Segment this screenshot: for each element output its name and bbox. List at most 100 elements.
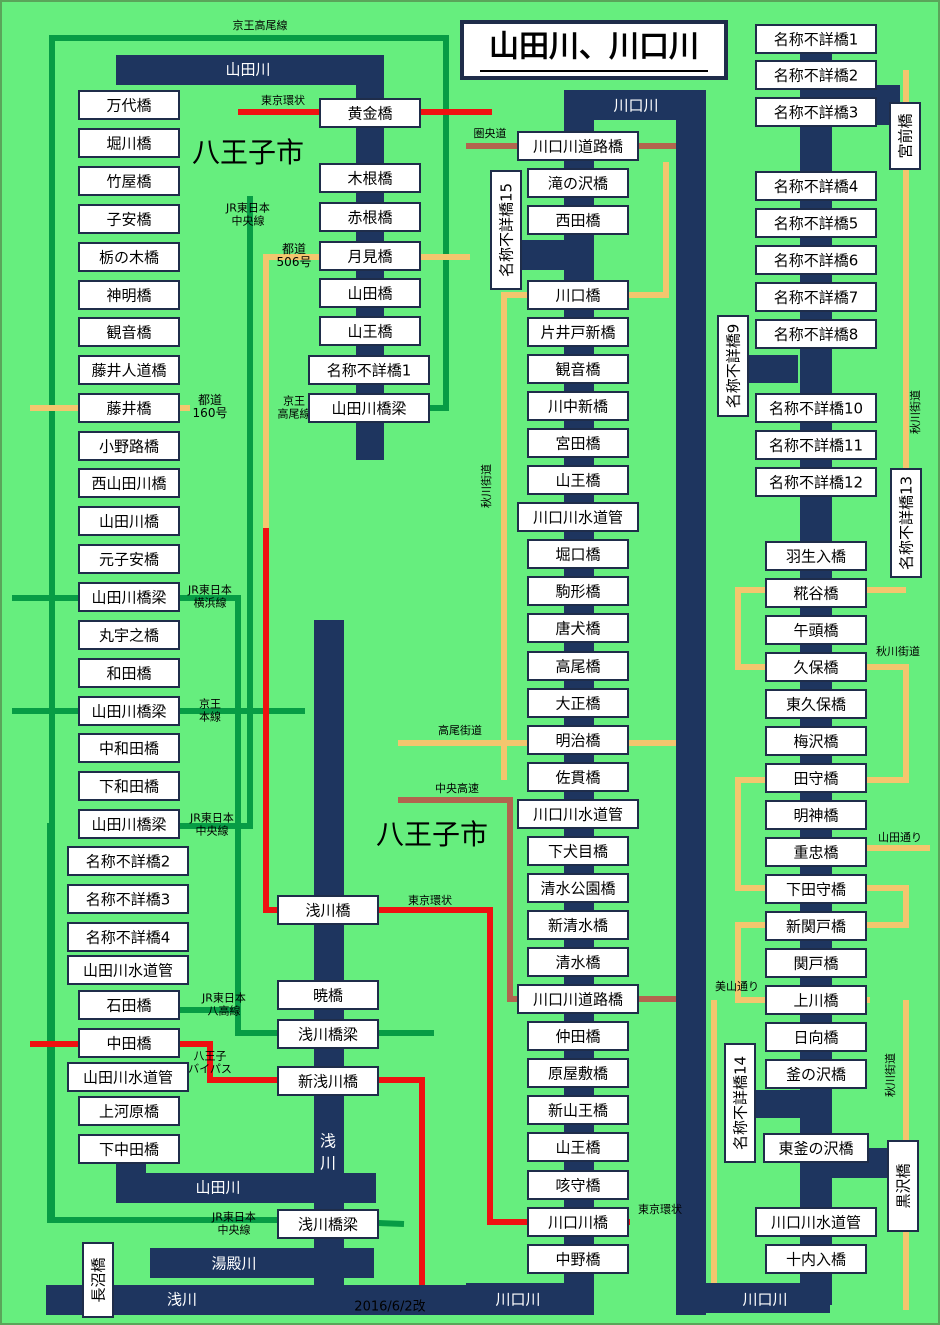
bridge-col1-label: 山田川橋梁 [91,589,166,607]
label-jr-chuo-3: 中央線 [218,1223,251,1237]
bridge-col1-box [78,431,180,461]
bridge-naganuma-label: 長沼橋 [90,1257,108,1302]
bridge-col5-label: 東久保橋 [786,696,846,714]
bridge-col3-box [527,1095,629,1125]
label-jr-chuo: JR東日本 [225,201,270,215]
bridge-col1: 藤井橋 [78,393,180,423]
label-jr-yokohama: JR東日本 [187,583,232,597]
bridge-col5-box [765,726,867,756]
bridge-col3-label: 川口川道路橋 [533,138,623,156]
bridge-col1-box [78,1134,180,1164]
bridge-col5-label: 羽生入橋 [786,548,846,566]
bridge-col1-label: 丸宇之橋 [99,627,159,645]
bridge-col5-label: 新関戸橋 [786,918,846,936]
bridge-col1: 山田川橋梁 [78,582,180,612]
bridge-col3-vertical: 名称不詳橋15 [490,170,522,290]
label-yamada-dori: 山田通り [878,831,922,844]
bridge-col1-box [78,733,180,763]
bridge-col1-label: 小野路橋 [99,438,159,456]
bridge-col3-box [517,502,639,532]
label-takao-kaido: 高尾街道 [438,723,482,737]
bridge-col3-vertical-label: 名称不詳橋15 [498,183,516,277]
bridge-naganuma: 長沼橋 [82,1242,114,1318]
bridge-col1-box [78,506,180,536]
bridge-asakawa-box [277,1066,379,1096]
bridge-col5-label: 下田守橋 [786,881,846,899]
bridge-col3: 高尾橋 [527,651,629,681]
bridge-miyamae-rot: 宮前橋 [897,113,915,158]
label-akikawa-3: 秋川街道 [876,644,920,658]
yamada-river-top [116,55,384,85]
bridge-col2: 山田川橋梁 [308,393,430,423]
bridge-col2-label: 山田川橋梁 [331,400,406,418]
bridge-col5-box [765,615,867,645]
bridge-col1-box [67,955,189,985]
bridge-col3: 川中新橋 [527,391,629,421]
bridge-col2-box [319,163,421,193]
keio-takao-line [49,35,449,1220]
label-miyama-dori: 美山通り [715,980,759,993]
bridge-col3-label: 新清水橋 [548,917,608,935]
bridge-asakawa-label: 浅川橋梁 [298,1026,358,1044]
bridge-col5-label: 名称不詳橋6 [774,252,859,270]
bridge-col4-vertical-14: 名称不詳橋14 [724,1043,756,1163]
bridge-col3: 新山王橋 [527,1095,629,1125]
bridge-col5-box [755,97,877,127]
bridge-col5-label: 重忠橋 [793,844,838,862]
bridge-col3-box [527,836,629,866]
bridge-col1-label: 下和田橋 [99,778,159,796]
bridge-col3-vertical-rot: 名称不詳橋15 [498,183,516,277]
bridge-col3-label: 新山王橋 [548,1102,608,1120]
bridge-col5-box [765,985,867,1015]
bridge-col1: 万代橋 [78,90,180,120]
bridge-col5: 名称不詳橋2 [755,60,877,90]
bridge-miyamae: 宮前橋 [889,102,921,170]
bridge-col1-label: 山田川橋梁 [91,703,166,721]
bridge-col1-label: 上河原橋 [99,1103,159,1121]
bridge-col3-box [527,688,629,718]
bridge-vertical-13-rot: 名称不詳橋13 [898,476,916,570]
bridge-col1: 中和田橋 [78,733,180,763]
bridge-col5: 午頭橋 [765,615,867,645]
bridge-col3-label: 片井戸新橋 [540,324,615,342]
city-label: 八王子市 [192,136,304,169]
bridge-col1-box [78,1096,180,1126]
bridge-col3-label: 西田橋 [555,212,600,230]
bridge-col1: 神明橋 [78,280,180,310]
bridge-col2-box [308,393,430,423]
bridge-col5: 糀谷橋 [765,578,867,608]
bridge-col3: 堀口橋 [527,539,629,569]
title-text: 山田川、川口川 [489,30,699,65]
bridge-col5: 重忠橋 [765,837,867,867]
label-ken-o: 圏央道 [474,126,507,140]
bridge-col5: 梅沢橋 [765,726,867,756]
bridge-asakawa-box [277,980,379,1010]
bridge-col3-box [527,873,629,903]
bridge-col3-label: 堀口橋 [555,546,600,564]
bridge-col3-label: 川口橋 [555,287,600,305]
bridge-col5-box [755,24,877,54]
bridge-col1: 山田川橋 [78,506,180,536]
bridge-col1: 山田川水道管 [67,955,189,985]
bridge-col1-box [78,90,180,120]
bridge-col5-label: 関戸橋 [793,955,838,973]
bridge-col3-label: 原屋敷橋 [548,1065,608,1083]
bridge-col5-label: 田守橋 [793,770,838,788]
bridge-col1: 小野路橋 [78,431,180,461]
bridge-col1-label: 山田川水道管 [83,962,173,980]
river-label-yamada-2: 山田川 [195,1179,240,1197]
river-label-asakawa-2: 浅川 [167,1291,197,1309]
bridge-col1-label: 竹屋橋 [106,173,151,191]
bridge-col2-label: 名称不詳橋1 [327,362,412,380]
bridge-col5-box [765,911,867,941]
label-jr-hachiko: 八高線 [208,1004,241,1018]
bridge-col3-label: 佐貫橋 [555,769,600,787]
bridge-miyamae-label: 宮前橋 [897,113,915,158]
bridge-col3-label: 川中新橋 [548,398,608,416]
bridge-col1-box [78,1028,180,1058]
bridge-col1-label: 名称不詳橋3 [86,891,171,909]
bridge-col3: 西田橋 [527,205,629,235]
bridge-asakawa-label: 新浅川橋 [298,1073,358,1091]
bridge-col5-box [755,467,877,497]
bridge-col1: 山田川橋梁 [78,809,180,839]
